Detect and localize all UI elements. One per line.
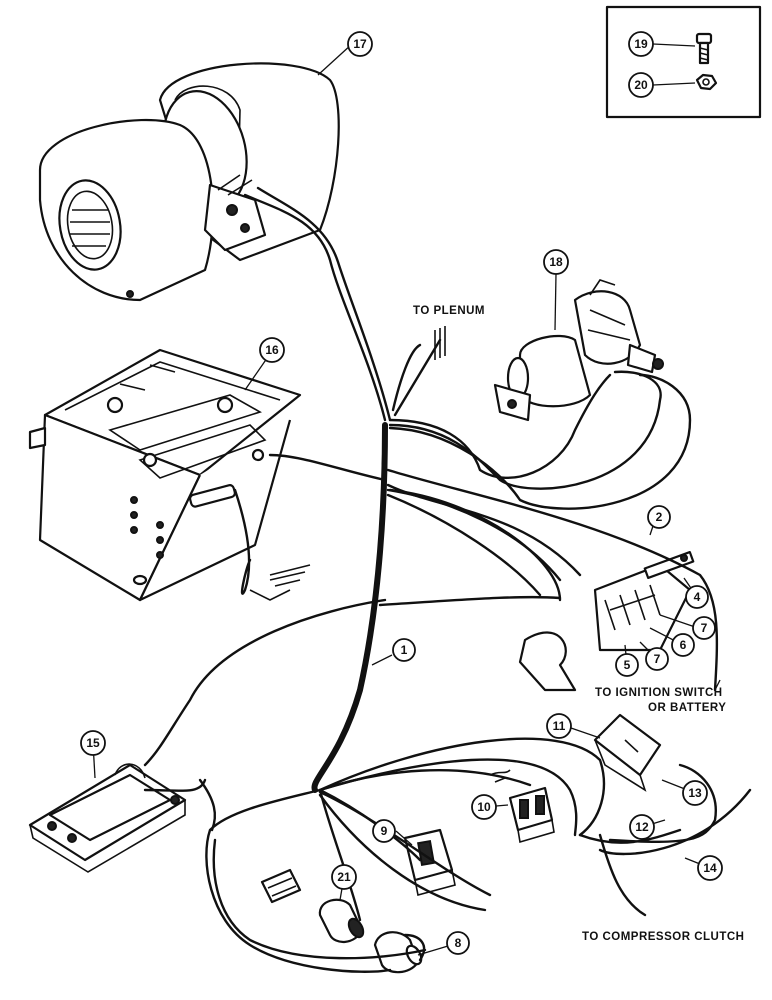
callout-7a: 7 (692, 616, 716, 640)
toggle-switch (508, 786, 555, 844)
callout-8: 8 (446, 931, 470, 955)
callout-12: 12 (629, 814, 655, 840)
svg-text:12: 12 (635, 820, 649, 834)
callout-21: 21 (331, 864, 357, 890)
svg-text:14: 14 (703, 861, 717, 875)
to-plenum-label: TO PLENUM (413, 305, 485, 317)
callout-17: 17 (347, 31, 373, 57)
callout-13: 13 (682, 780, 708, 806)
svg-text:5: 5 (624, 658, 631, 672)
callout-2: 2 (647, 505, 671, 529)
callout-15: 15 (80, 730, 106, 756)
callout-7b: 7 (645, 647, 669, 671)
svg-text:19: 19 (634, 37, 648, 51)
to-ignition-switch-label: TO IGNITION SWITCH (595, 687, 723, 699)
svg-text:4: 4 (694, 590, 701, 604)
svg-text:20: 20 (634, 78, 648, 92)
callout-9: 9 (372, 819, 396, 843)
vacuum-actuator (493, 279, 664, 422)
svg-text:15: 15 (86, 736, 100, 750)
callout-5: 5 (615, 653, 639, 677)
svg-text:10: 10 (477, 800, 491, 814)
callout-16: 16 (259, 337, 285, 363)
callout-4: 4 (685, 585, 709, 609)
callout-1: 1 (392, 638, 416, 662)
svg-text:8: 8 (455, 936, 462, 950)
svg-text:9: 9 (381, 824, 388, 838)
callout-18: 18 (543, 249, 569, 275)
svg-text:17: 17 (353, 37, 367, 51)
svg-text:16: 16 (265, 343, 279, 357)
svg-text:18: 18 (549, 255, 563, 269)
thermostat-module (28, 763, 187, 873)
callout-14: 14 (697, 855, 723, 881)
bolt-icon (695, 32, 713, 65)
svg-text:2: 2 (656, 510, 663, 524)
svg-text:1: 1 (401, 643, 408, 657)
svg-text:11: 11 (553, 719, 566, 733)
or-battery-label: OR BATTERY (648, 702, 726, 714)
hardware-inset (605, 5, 762, 119)
relay-module (593, 713, 662, 792)
connector-21 (318, 898, 365, 943)
callout-11: 11 (546, 713, 572, 739)
svg-text:7: 7 (701, 621, 708, 635)
rocker-switch (403, 828, 456, 896)
control-box (28, 348, 311, 602)
callout-10: 10 (471, 794, 497, 820)
svg-text:21: 21 (337, 870, 351, 884)
connector-block (518, 550, 695, 692)
wiring-harness (143, 186, 752, 973)
callout-6: 6 (671, 633, 695, 657)
nut-icon (695, 73, 718, 91)
svg-text:7: 7 (654, 652, 661, 666)
inset-frame (605, 5, 762, 119)
grommet (260, 868, 302, 904)
callout-20: 20 (628, 72, 654, 98)
svg-text:6: 6 (680, 638, 687, 652)
svg-text:13: 13 (688, 786, 702, 800)
blower-assembly (38, 62, 340, 302)
to-compressor-clutch-label: TO COMPRESSOR CLUTCH (582, 931, 745, 943)
callout-19: 19 (628, 31, 654, 57)
